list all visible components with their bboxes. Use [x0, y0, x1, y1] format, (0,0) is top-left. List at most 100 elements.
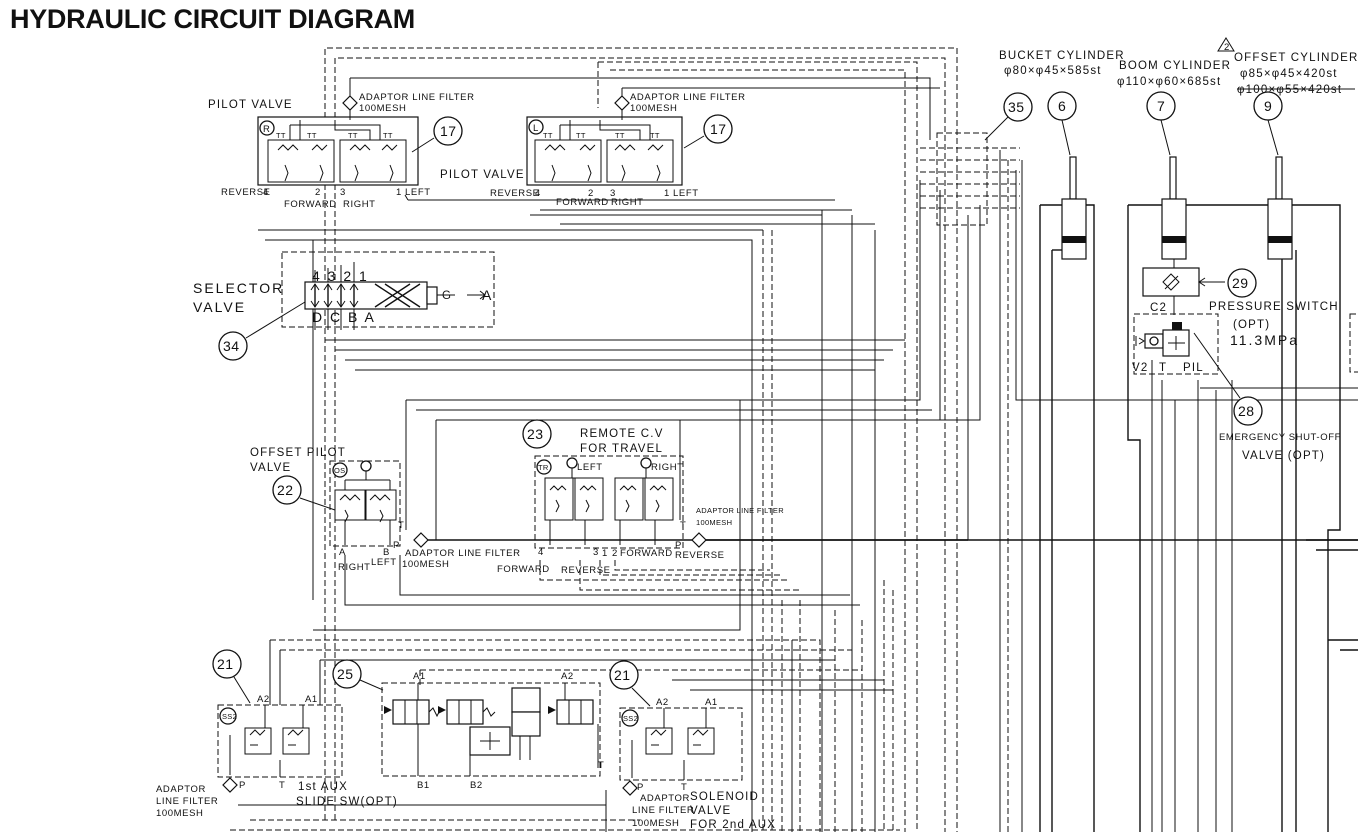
v25-b2: B2	[470, 780, 483, 791]
callout-17a	[433, 116, 463, 146]
offset-cyl-dim: φ85×φ45×420st	[1240, 68, 1338, 80]
callout-17b-text: 17	[710, 121, 727, 137]
filter-icon-rc	[691, 532, 707, 548]
pv-l-p4: 4	[535, 188, 541, 199]
callout-29	[1227, 268, 1257, 298]
remote-cv-label-1: REMOTE C.V	[580, 428, 664, 440]
callout-23	[522, 419, 552, 449]
filter-icon-top-r	[342, 95, 358, 111]
pil-label: PIL	[1183, 362, 1204, 374]
adaptor-filter-top-r-mesh: 100MESH	[359, 103, 407, 114]
sol-l-p: P	[239, 780, 246, 791]
pressure-switch	[1142, 259, 1225, 315]
callout-34-text: 34	[223, 338, 240, 354]
callout-9-text: 9	[1264, 98, 1272, 114]
v25-a2: A2	[561, 671, 574, 682]
tag-r: R	[263, 124, 270, 135]
remote-reverse2: REVERSE	[675, 550, 725, 561]
pv-l-left: LEFT	[673, 188, 699, 199]
pv-l-forward: FORWARD	[556, 197, 609, 208]
callout-25	[332, 659, 362, 689]
v2-label: V2	[1132, 362, 1148, 374]
adaptor-filter-rc: ADAPTOR LINE FILTER	[696, 506, 784, 515]
offset-pilot-valve	[329, 460, 401, 547]
sol-r-a1: A1	[705, 697, 718, 708]
emergency-label-2: VALVE (OPT)	[1242, 450, 1325, 462]
filter-icon-top-l	[614, 95, 630, 111]
sol-l-a2: A2	[257, 694, 270, 705]
control-valve-25	[381, 682, 601, 777]
v25-t: T	[598, 760, 604, 771]
junction-block-35	[936, 132, 988, 226]
selector-valve-label-2: VALVE	[193, 299, 246, 315]
boom-cyl-dim: φ110×φ60×685st	[1117, 76, 1221, 88]
t-port-label: T	[1159, 362, 1167, 374]
sol-r-p: P	[637, 782, 644, 793]
offset-cylinder	[1267, 156, 1293, 260]
page-title: HYDRAULIC CIRCUIT DIAGRAM	[10, 4, 415, 34]
pv-l-p1: 1	[664, 188, 670, 199]
remote-cv-label-2: FOR TRAVEL	[580, 443, 663, 455]
pv-r-left: LEFT	[405, 187, 431, 198]
emergency-shutoff-valve	[1133, 313, 1219, 375]
callout-17a-text: 17	[440, 123, 457, 139]
filter-icon-bl	[222, 777, 238, 793]
pv-r-p3: 3	[340, 187, 346, 198]
pv-l-reverse: REVERSE	[490, 188, 540, 199]
pv-l-p3: 3	[610, 188, 616, 199]
svg-text:TT: TT	[650, 131, 660, 140]
remote-control-valve-travel	[534, 455, 684, 549]
remote-p1: 1	[602, 548, 608, 559]
selector-valve	[281, 251, 495, 330]
emergency-label-1: EMERGENCY SHUT-OFF	[1219, 432, 1341, 443]
offset-b: B	[383, 547, 390, 558]
bucket-cyl-label: BUCKET CYLINDER	[999, 50, 1125, 62]
callout-21a	[212, 649, 242, 679]
adaptor-br-1: ADAPTOR	[640, 793, 690, 804]
callout-35	[1003, 92, 1033, 122]
remote-forward: FORWARD	[497, 564, 550, 575]
selector-ports-bottom: D C B A	[312, 309, 376, 325]
adaptor-bl-1: ADAPTOR	[156, 784, 206, 795]
remote-forward2: FORWARD	[620, 548, 673, 559]
solenoid-label-2: VALVE	[690, 805, 731, 817]
adaptor-br-3: 100MESH	[632, 818, 680, 829]
selector-ports-top: 4 3 2 1	[312, 268, 369, 284]
pv-l-p2: 2	[588, 188, 594, 199]
callout-17b	[703, 114, 733, 144]
pressure-val: 11.3MPa	[1230, 332, 1299, 348]
callout-23-text: 23	[527, 426, 544, 442]
solenoid-label-3: FOR 2nd AUX	[690, 819, 776, 831]
adaptor-bl-3: 100MESH	[156, 808, 204, 819]
tag-ss2-r: SS2	[623, 714, 638, 723]
pv-r-p2: 2	[315, 187, 321, 198]
svg-text:TT: TT	[383, 131, 393, 140]
pressure-opt: (OPT)	[1233, 319, 1270, 331]
tag-ss2-l: SS2	[222, 712, 237, 721]
svg-text:TT: TT	[276, 131, 286, 140]
remote-p4: 4	[538, 547, 544, 558]
bucket-cyl-dim: φ80×φ45×585st	[1004, 65, 1102, 77]
pilot-valve-r-label: PILOT VALVE	[208, 99, 293, 111]
boom-cyl-label: BOOM CYLINDER	[1119, 60, 1231, 72]
c2-label: C2	[1150, 302, 1167, 314]
callout-21b-text: 21	[614, 667, 631, 683]
filter-icon-br	[622, 780, 638, 796]
v25-a1: A1	[413, 671, 426, 682]
remote-left: LEFT	[577, 462, 603, 473]
pressure-switch-label: PRESSURE SWITCH	[1209, 301, 1339, 313]
sol-r-a2: A2	[656, 697, 669, 708]
pilot-valve-l-label: PILOT VALVE	[440, 169, 525, 181]
callout-25-text: 25	[337, 666, 354, 682]
tag-l: L	[533, 123, 539, 134]
sol-l-a1: A1	[305, 694, 318, 705]
selector-a: A	[482, 287, 493, 303]
remote-p: P	[675, 540, 682, 551]
solenoid-valve-2nd-aux	[619, 707, 743, 781]
selector-valve-label-1: SELECTOR	[193, 280, 284, 296]
pv-r-reverse: REVERSE	[221, 187, 271, 198]
tag-os: OS	[334, 466, 345, 475]
callout-22	[272, 475, 302, 505]
pv-r-forward: FORWARD	[284, 199, 337, 210]
